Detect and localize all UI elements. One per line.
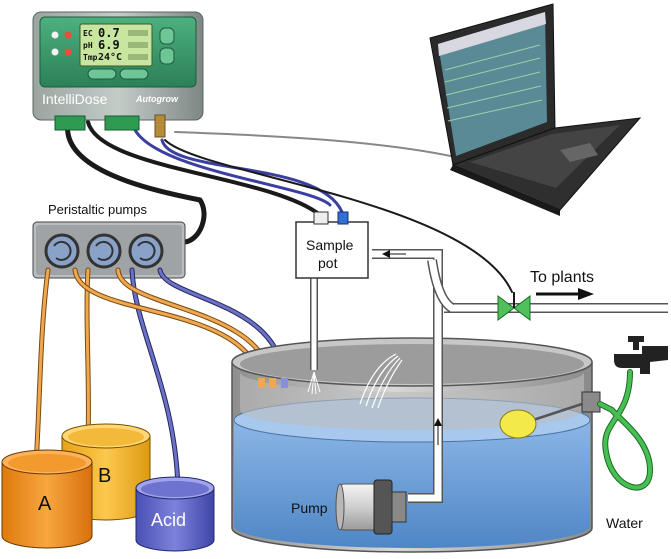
bucket-a: A [1, 449, 93, 549]
bucket-a-label: A [38, 493, 52, 515]
sample-pot: Sample pot [295, 211, 369, 279]
to-plants-arrow [536, 288, 594, 300]
water-label: Water [606, 515, 643, 531]
water-spray [359, 353, 403, 409]
float-valve [499, 391, 601, 439]
laptop [429, 3, 642, 216]
submersible-pump [335, 479, 407, 535]
probe-connector [154, 114, 166, 138]
terminal-block-left [54, 115, 86, 131]
peristaltic-pumps-label: Peristaltic pumps [48, 202, 147, 217]
to-plants-label: To plants [530, 269, 594, 286]
peristaltic-pumps [32, 221, 186, 279]
reading-ph-value: 6.9 [98, 38, 120, 52]
bucket-acid: Acid [135, 476, 215, 552]
bucket-acid-label: Acid [151, 510, 186, 530]
sample-drain [307, 276, 321, 395]
terminal-block-right [104, 115, 140, 131]
sample-pot-label-2: pot [318, 255, 338, 271]
water-tap [614, 336, 668, 374]
dosing-drips [258, 378, 288, 388]
sample-pot-label-1: Sample [306, 237, 354, 253]
controller-status-lights [51, 31, 72, 56]
outlet-valve [497, 292, 531, 321]
controller-cables [65, 119, 513, 293]
controller-maker: Autogrow [135, 94, 179, 104]
reading-ec-value: 0.7 [98, 26, 120, 40]
intellidose-controller: EC 0.7 pH 6.9 Tmp 24°C IntelliDose Autog… [32, 11, 204, 138]
reading-ec-name: EC [83, 29, 93, 38]
reservoir-tank [231, 337, 593, 553]
reading-tmp-name: Tmp [83, 53, 98, 62]
bucket-b-label: B [98, 465, 111, 487]
pump-label: Pump [291, 500, 328, 516]
controller-brand: IntelliDose [42, 91, 108, 107]
pump-head-3 [128, 233, 164, 269]
pump-head-1 [44, 233, 80, 269]
water-hose [597, 369, 654, 491]
outlet-pipe [427, 259, 668, 313]
reading-ph-name: pH [83, 41, 93, 50]
reading-tmp-value: 24°C [98, 52, 122, 63]
pump-head-2 [86, 233, 122, 269]
controller-buttons [87, 27, 175, 80]
